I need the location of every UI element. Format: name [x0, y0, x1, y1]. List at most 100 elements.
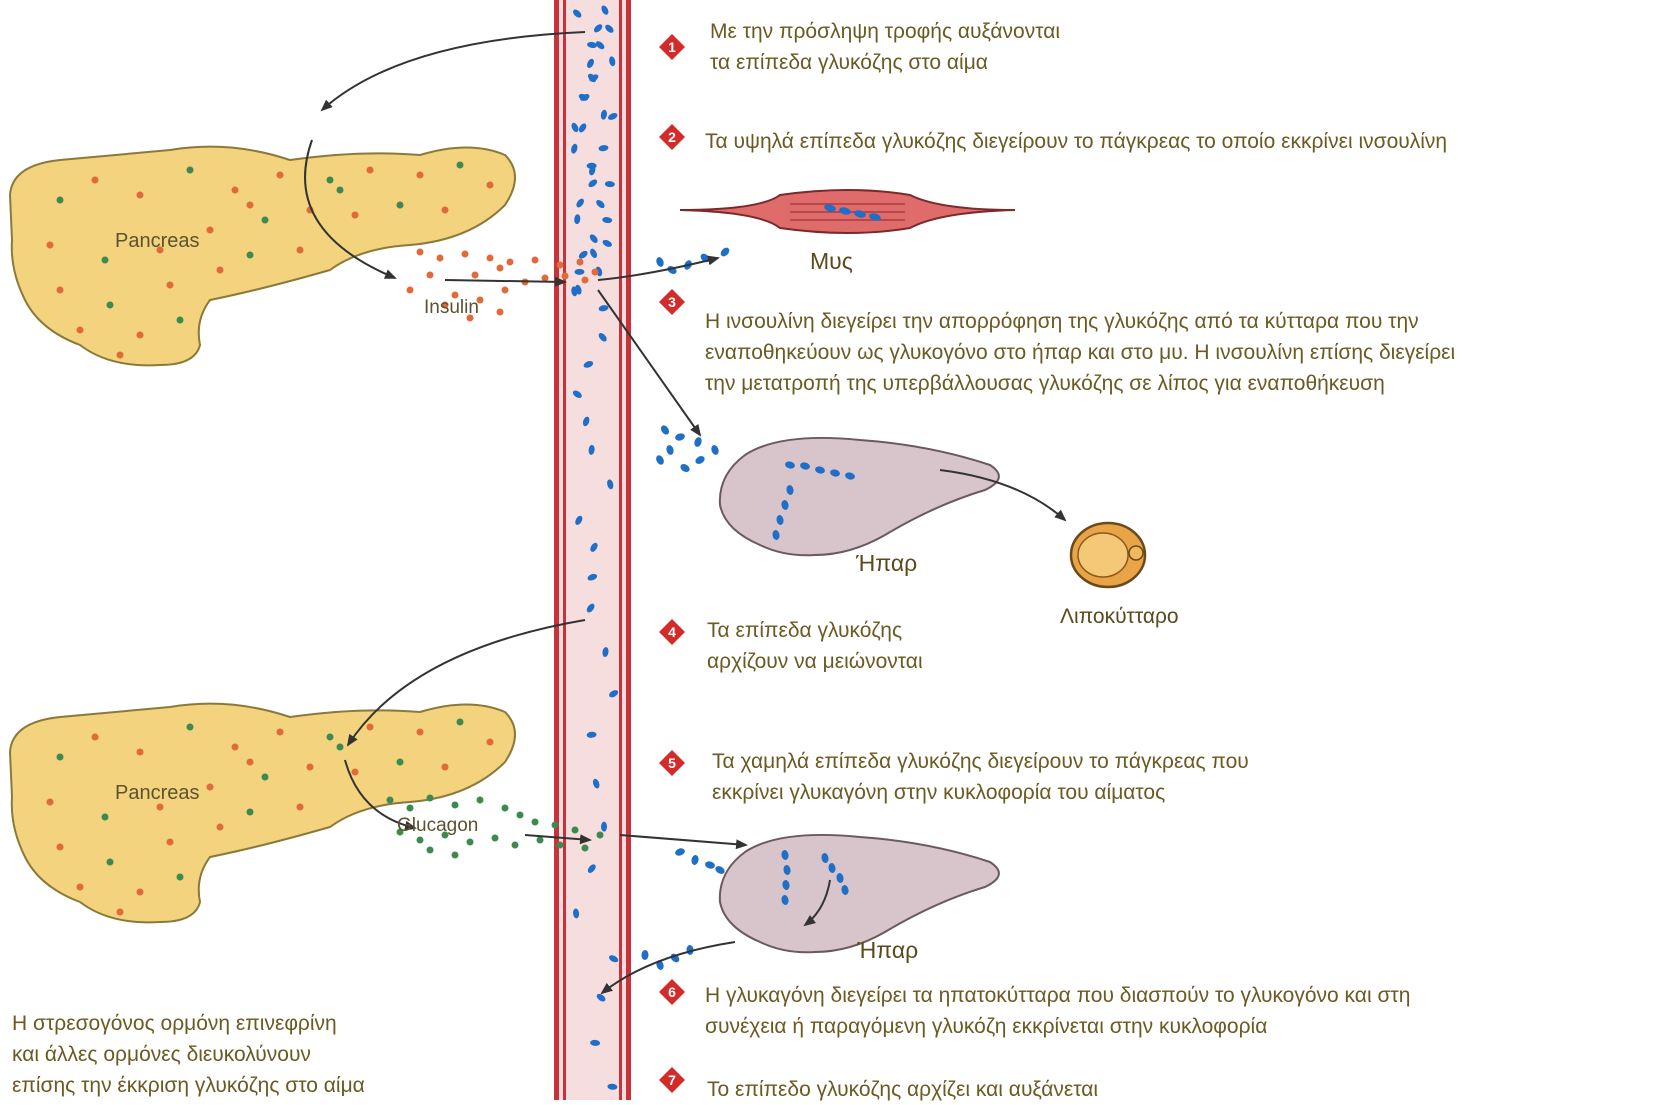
step-3-line-2: εναποθηκεύουν ως γλυκογόνο στο ήπαρ και …: [705, 337, 1455, 368]
alpha-cell-dot: [337, 187, 344, 194]
fat-cell: [1071, 523, 1145, 587]
beta-cell-dot: [367, 724, 374, 731]
beta-cell-dot: [137, 749, 144, 756]
beta-cell-dot: [487, 182, 494, 189]
beta-cell-dot: [442, 764, 449, 771]
side-note: Η στρεσογόνος ορμόνη επινεφρίνη και άλλε…: [12, 1008, 365, 1101]
beta-cell-dot: [207, 784, 214, 791]
insulin-molecule: [542, 275, 549, 282]
beta-cell-dot: [137, 192, 144, 199]
insulin-molecule: [507, 259, 514, 266]
glucagon-molecule: [582, 845, 589, 852]
glucagon-molecule: [557, 842, 564, 849]
alpha-cell-dot: [57, 197, 64, 204]
insulin-molecule: [497, 265, 504, 272]
glucose-molecule: [719, 246, 731, 258]
insulin-molecule: [487, 255, 494, 262]
liver-top-label: Ήπαρ: [856, 550, 917, 577]
step-5-line-1: Τα χαμηλά επίπεδα γλυκόζης διεγείρουν το…: [712, 746, 1249, 777]
beta-cell-dot: [167, 839, 174, 846]
alpha-cell-dot: [187, 724, 194, 731]
glucagon-molecule: [467, 839, 474, 846]
pancreas-top-label: Pancreas: [115, 230, 200, 253]
alpha-cell-dot: [457, 162, 464, 169]
alpha-cell-dot: [247, 809, 254, 816]
step-4-line-1: Τα επίπεδα γλυκόζης: [707, 615, 923, 646]
beta-cell-dot: [277, 172, 284, 179]
side-note-line-1: Η στρεσογόνος ορμόνη επινεφρίνη: [12, 1008, 365, 1039]
beta-cell-dot: [77, 327, 84, 334]
alpha-cell-dot: [177, 317, 184, 324]
alpha-cell-dot: [102, 814, 109, 821]
glucagon-molecule: [387, 797, 394, 804]
glucose-molecule: [704, 860, 715, 869]
step-2-line-1: Τα υψηλά επίπεδα γλυκόζης διεγείρουν το …: [705, 126, 1447, 157]
beta-cell-dot: [277, 729, 284, 736]
step-5-marker: 5: [659, 750, 685, 776]
glucagon-molecule: [427, 795, 434, 802]
glucose-molecule: [641, 950, 648, 960]
beta-cell-dot: [47, 242, 54, 249]
beta-cell-dot: [137, 332, 144, 339]
liver-bottom: [720, 835, 999, 952]
step-4-marker: 4: [659, 619, 685, 645]
alpha-cell-dot: [187, 167, 194, 174]
beta-cell-dot: [487, 739, 494, 746]
step-6-text: Η γλυκαγόνη διεγείρει τα ηπατοκύτταρα πο…: [705, 980, 1410, 1042]
step-5-line-2: εκκρίνει γλυκαγόνη στην κυκλοφορία του α…: [712, 777, 1249, 808]
glucose-molecule: [679, 462, 691, 473]
beta-cell-dot: [207, 227, 214, 234]
glucagon-molecule: [452, 802, 459, 809]
alpha-cell-dot: [102, 257, 109, 264]
beta-cell-dot: [77, 884, 84, 891]
beta-cell-dot: [232, 744, 239, 751]
beta-cell-dot: [297, 804, 304, 811]
glucagon-molecule: [492, 835, 499, 842]
glucagon-molecule: [517, 812, 524, 819]
step-6-number: 6: [668, 984, 676, 1000]
step-1-line-2: τα επίπεδα γλυκόζης στο αίμα: [710, 47, 1060, 78]
glucagon-molecule: [407, 805, 414, 812]
beta-cell-dot: [297, 247, 304, 254]
alpha-cell-dot: [397, 202, 404, 209]
beta-cell-dot: [137, 889, 144, 896]
glucagon-molecule: [502, 805, 509, 812]
alpha-cell-dot: [107, 859, 114, 866]
glucagon-molecule: [597, 832, 604, 839]
insulin-molecule: [497, 309, 504, 316]
step-6-line-2: συνέχεια ή παραγόμενη γλυκόζη εκκρίνεται…: [705, 1011, 1410, 1042]
insulin-molecule: [502, 287, 509, 294]
insulin-molecule: [427, 272, 434, 279]
side-note-line-2: και άλλες ορμόνες διευκολύνουν: [12, 1039, 365, 1070]
beta-cell-dot: [47, 799, 54, 806]
beta-cell-dot: [117, 352, 124, 359]
step-4-line-2: αρχίζουν να μειώνονται: [707, 646, 923, 677]
step-1-number: 1: [668, 39, 676, 55]
step-7-number: 7: [668, 1072, 676, 1088]
beta-cell-dot: [92, 734, 99, 741]
liver-bottom-label: Ήπαρ: [857, 937, 918, 964]
insulin-molecule: [562, 273, 569, 280]
glucose-molecule: [714, 864, 726, 875]
alpha-cell-dot: [247, 252, 254, 259]
glucose-molecule: [574, 269, 584, 275]
step-1-line-1: Με την πρόσληψη τροφής αυξάνονται: [710, 16, 1060, 47]
beta-cell-dot: [217, 267, 224, 274]
alpha-cell-dot: [457, 719, 464, 726]
insulin-molecule: [582, 277, 589, 284]
glucagon-molecule: [477, 797, 484, 804]
insulin-molecule: [592, 269, 599, 276]
alpha-cell-dot: [327, 734, 334, 741]
step-3-marker: 3: [659, 289, 685, 315]
glucagon-molecule: [427, 847, 434, 854]
step-4-text: Τα επίπεδα γλυκόζης αρχίζουν να μειώνοντ…: [707, 615, 923, 677]
glucose-molecule: [655, 256, 665, 268]
insulin-molecule: [407, 287, 414, 294]
glucagon-molecule: [537, 837, 544, 844]
glucagon-molecule: [452, 852, 459, 859]
alpha-cell-dot: [262, 217, 269, 224]
beta-cell-dot: [247, 759, 254, 766]
alpha-cell-dot: [262, 774, 269, 781]
glucose-molecule: [694, 454, 706, 465]
